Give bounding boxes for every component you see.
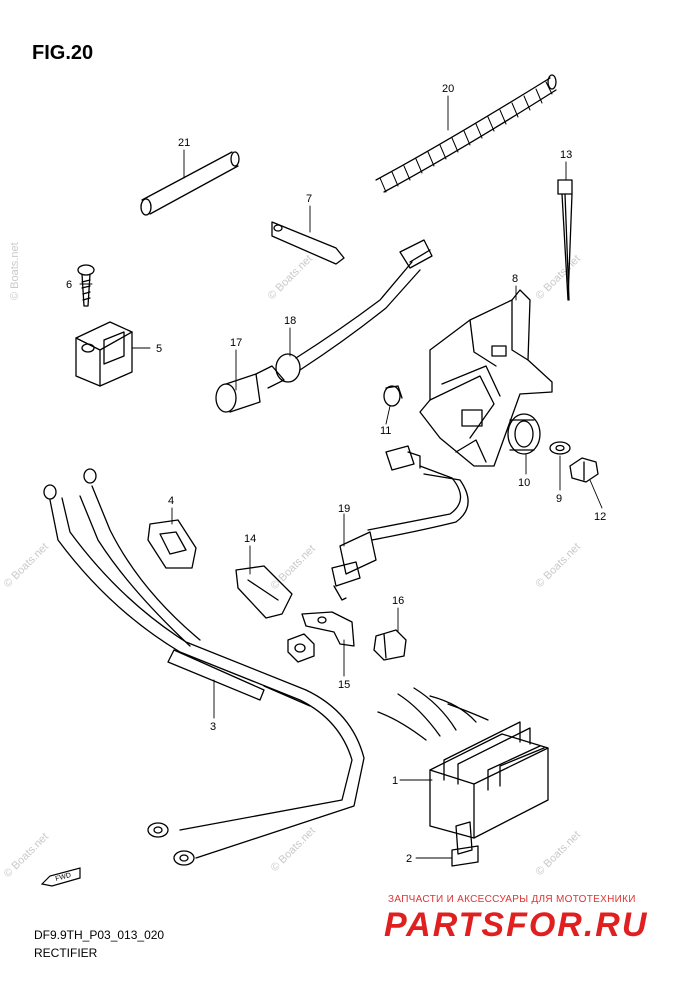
figure-subtitle: RECTIFIER [34, 946, 98, 960]
callout-label: 1 [392, 775, 398, 787]
clamp-part [271, 221, 345, 265]
bracket-part [419, 289, 553, 467]
holder-part [75, 321, 133, 387]
grommet-small-part [147, 519, 197, 569]
callout-label: 11 [380, 425, 391, 437]
figure-title: FIG.20 [32, 42, 94, 64]
callout-label: 2 [406, 853, 412, 865]
watermark: © Boats.net [2, 541, 51, 590]
watermark: © Boats.net [534, 253, 583, 302]
bolt-small-part [373, 629, 407, 661]
rectifier-part [377, 687, 549, 839]
screw-part [77, 264, 95, 307]
callout-label: 14 [244, 533, 256, 545]
bolt-part [569, 457, 599, 483]
callout-label: 13 [560, 149, 572, 161]
spiral-wrap-part [375, 74, 557, 193]
cover-part [235, 565, 293, 619]
callout-label: 8 [512, 273, 518, 285]
figure-code: DF9.9TH_P03_013_020 [34, 928, 165, 942]
washer-part [549, 441, 571, 455]
callout-label: 12 [594, 511, 606, 523]
callout-label: 20 [442, 83, 454, 95]
watermark: © Boats.net [266, 253, 315, 302]
rectifier-bolt-part [451, 821, 479, 867]
callout-labels: 20 21 13 7 6 5 18 17 8 11 10 9 12 4 14 1… [66, 83, 606, 865]
cable-tie-part [557, 179, 573, 301]
callout-label: 4 [168, 495, 174, 507]
connector-harness-part [215, 239, 433, 413]
leader-lines [79, 95, 603, 859]
grommet-part [507, 413, 541, 455]
watermark: © Boats.net [269, 543, 318, 592]
cap-part [383, 385, 403, 407]
callout-label: 5 [156, 343, 162, 355]
plate-part [301, 611, 355, 647]
forward-arrow-icon: FWD [40, 864, 84, 893]
callout-label: 19 [338, 503, 350, 515]
callout-label: 10 [518, 477, 530, 489]
callout-label: 15 [338, 679, 350, 691]
callout-label: 18 [284, 315, 296, 327]
wire-harness-part [43, 468, 365, 866]
sensor-part [331, 445, 469, 601]
watermark: © Boats.net [534, 829, 583, 878]
callout-label: 3 [210, 721, 216, 733]
shop-tagline: ЗАПЧАСТИ И АКСЕССУАРЫ ДЛЯ МОТОТЕХНИКИ [388, 894, 636, 905]
tube-sleeve-part [140, 151, 240, 216]
watermark: © Boats.net [9, 242, 21, 300]
nut-part [287, 633, 315, 663]
shop-logo: PARTSFOR.RU [384, 906, 649, 944]
callout-label: 7 [306, 193, 312, 205]
watermark: © Boats.net [534, 541, 583, 590]
callout-label: 16 [392, 595, 404, 607]
fwd-label: FWD [55, 872, 72, 883]
callout-label: 9 [556, 493, 562, 505]
callout-label: 17 [230, 337, 242, 349]
callout-label: 21 [178, 137, 190, 149]
callout-label: 6 [66, 279, 72, 291]
watermarks: © Boats.net © Boats.net © Boats.net © Bo… [2, 242, 583, 880]
